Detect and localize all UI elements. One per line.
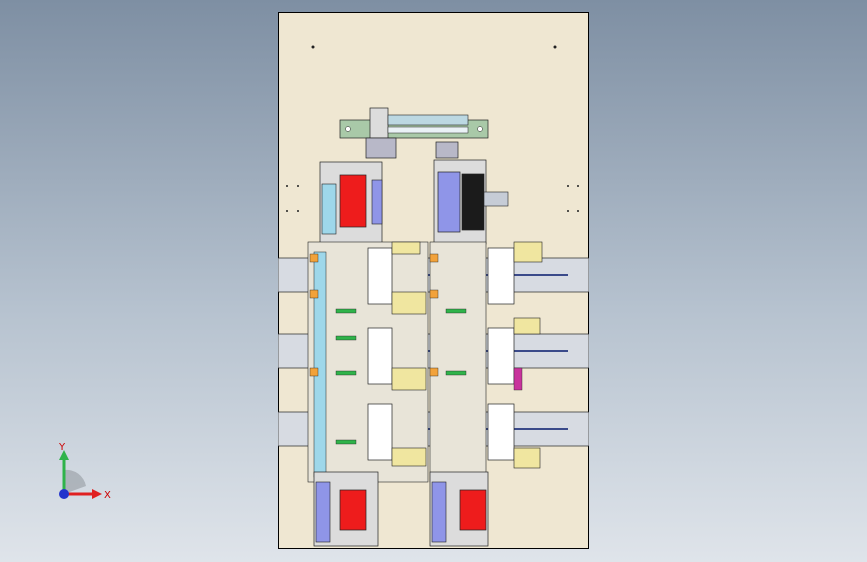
carriage-plates[interactable] <box>367 247 515 461</box>
upper-right-motor-assembly[interactable] <box>433 159 509 245</box>
top-gantry-assembly[interactable] <box>339 107 489 159</box>
mounting-holes <box>286 45 579 212</box>
upper-left-motor-assembly[interactable] <box>319 161 383 245</box>
lower-left-motor-assembly[interactable] <box>313 471 379 547</box>
x-axis-label: X <box>104 490 111 501</box>
yellow-support-plates <box>391 241 543 469</box>
coordinate-triad-icon: Y X <box>58 442 111 501</box>
indicator-blocks <box>309 253 523 445</box>
center-vertical-column[interactable] <box>307 241 487 483</box>
y-axis-label: Y <box>58 442 66 453</box>
lower-right-motor-assembly[interactable] <box>429 471 489 547</box>
drawing-sheet <box>278 12 589 549</box>
